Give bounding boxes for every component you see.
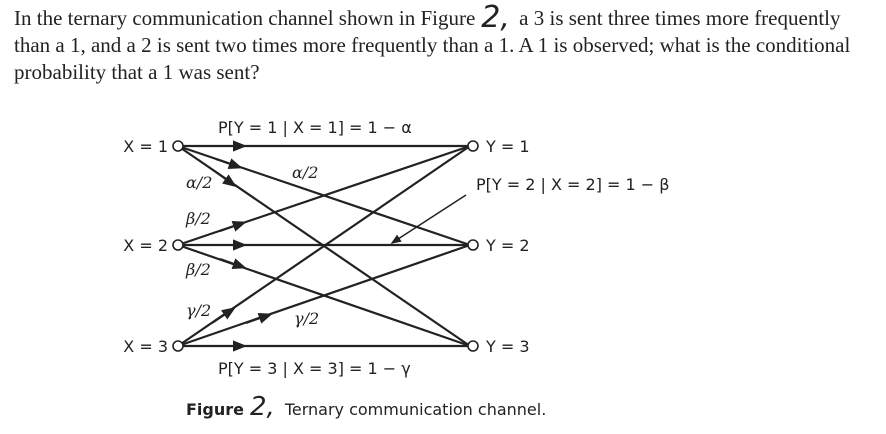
arrow-x3-y2 — [245, 313, 273, 324]
node-x2 — [172, 239, 184, 251]
figure-caption: Figure 2, Ternary communication channel. — [186, 392, 806, 422]
label-y3: Y = 3 — [485, 337, 530, 356]
label-gamma-b: γ/2 — [294, 309, 319, 328]
label-alpha-b: α/2 — [292, 163, 318, 182]
label-p-y1-x1: P[Y = 1 | X = 1] = 1 − α — [218, 118, 412, 137]
label-y1: Y = 1 — [485, 137, 530, 156]
label-beta-a: β/2 — [185, 209, 211, 228]
caption-figure-number: 2, — [250, 392, 275, 422]
arrow-x2-y1 — [219, 221, 247, 232]
problem-text-part1: In the ternary communication channel sho… — [14, 6, 476, 30]
arrow-x1-y3 — [212, 169, 237, 188]
node-y3 — [467, 340, 479, 352]
leader-arrow-beta — [390, 194, 467, 244]
figure-number-handwritten: 2, — [481, 0, 510, 35]
node-y2 — [467, 239, 479, 251]
label-x1: X = 1 — [123, 137, 168, 156]
arrow-x1-y2 — [215, 158, 243, 169]
node-x1 — [172, 140, 184, 152]
caption-figure-word: Figure — [186, 400, 244, 419]
problem-text-part2: a 3 is sent three times more frequently … — [14, 6, 851, 84]
label-gamma-a: γ/2 — [186, 301, 211, 320]
label-x3: X = 3 — [123, 337, 168, 356]
arrow-x2-y3 — [219, 258, 247, 269]
edge-x3-y2 — [177, 243, 471, 348]
label-x2: X = 2 — [123, 236, 168, 255]
node-x3 — [172, 340, 184, 352]
label-beta-b: β/2 — [185, 260, 211, 279]
label-y2: Y = 2 — [485, 236, 530, 255]
node-y1 — [467, 140, 479, 152]
problem-statement: In the ternary communication channel sho… — [14, 2, 876, 86]
label-alpha-a: α/2 — [186, 173, 212, 192]
caption-text: Ternary communication channel. — [284, 400, 547, 419]
label-p-y3-x3: P[Y = 3 | X = 3] = 1 − γ — [218, 359, 411, 378]
arrow-x3-y1 — [211, 307, 236, 324]
label-p-y2-x2: P[Y = 2 | X = 2] = 1 − β — [476, 175, 670, 194]
